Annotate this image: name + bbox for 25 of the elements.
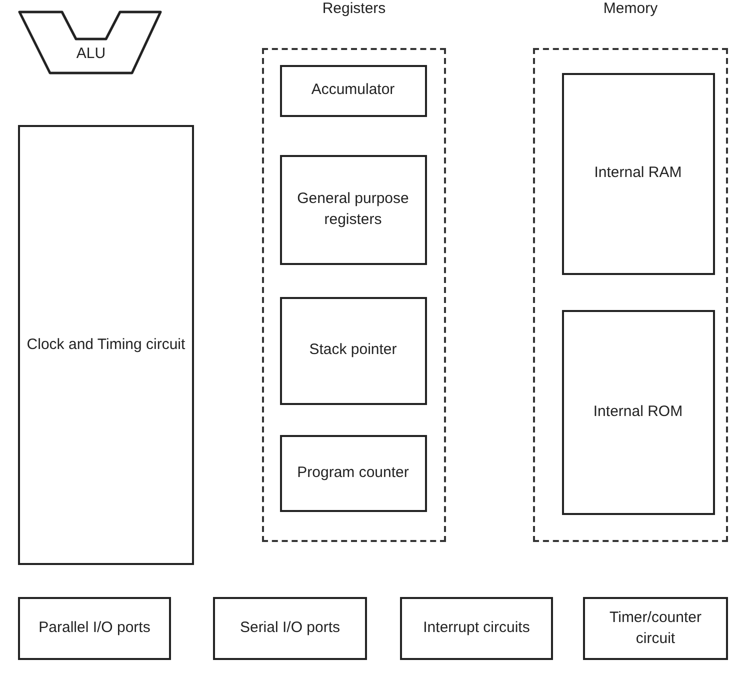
component-label: Stack pointer bbox=[309, 340, 397, 360]
group-heading: Memory bbox=[602, 0, 659, 17]
component-box bbox=[562, 310, 714, 514]
component-box bbox=[280, 64, 426, 116]
group-heading: Registers bbox=[321, 0, 387, 17]
unit-label: ALU bbox=[75, 44, 107, 64]
component-label: Clock and Timing circuit bbox=[26, 334, 186, 355]
component-label: Serial I/O ports bbox=[240, 618, 340, 638]
component-label: Timer/counter circuit bbox=[608, 608, 702, 648]
component-box bbox=[400, 597, 553, 660]
component-label: General purpose registers bbox=[296, 189, 410, 230]
component-box bbox=[18, 597, 171, 660]
component-box bbox=[18, 125, 194, 565]
component-box bbox=[213, 597, 367, 660]
component-label: Program counter bbox=[297, 462, 409, 483]
component-label: Interrupt circuits bbox=[423, 618, 530, 638]
component-box bbox=[280, 434, 426, 512]
component-box bbox=[280, 296, 426, 404]
component-label: Internal RAM bbox=[594, 163, 682, 184]
component-box bbox=[280, 154, 426, 264]
component-label: Parallel I/O ports bbox=[38, 618, 150, 638]
component-box bbox=[562, 72, 714, 274]
component-label: Accumulator bbox=[311, 80, 395, 100]
component-box bbox=[583, 597, 728, 660]
component-label: Internal ROM bbox=[593, 402, 683, 422]
